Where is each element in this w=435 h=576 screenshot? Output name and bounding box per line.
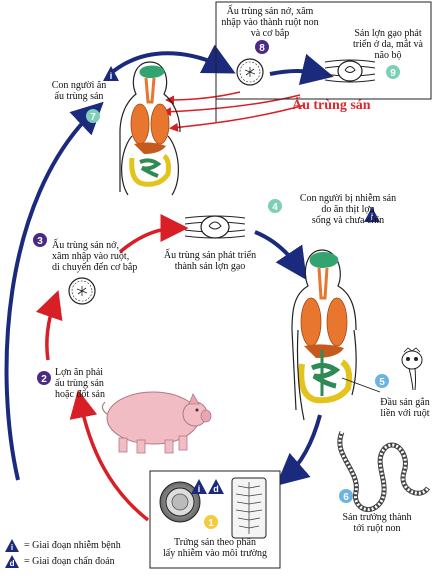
- larva-title: Ấu trùng sán: [292, 98, 371, 113]
- cycle-arrow-human7-to-box8: [108, 44, 236, 76]
- red-arrow-larva-3: [165, 91, 241, 105]
- human-body-icon: [119, 61, 181, 192]
- cycle-arrow-human-to-box1: [275, 414, 322, 486]
- step-badge-1: 1: [204, 515, 218, 529]
- svg-text:i: i: [198, 484, 201, 494]
- infective-stage-icon: i: [103, 66, 119, 81]
- cysticercus-icon: [184, 215, 246, 239]
- red-arrow-step3-to-cyst: [118, 214, 189, 254]
- svg-text:1: 1: [208, 518, 214, 529]
- svg-text:8: 8: [259, 43, 265, 54]
- legend-diagnostic-icon: d: [5, 555, 19, 568]
- step-badge-2: 2: [37, 371, 51, 385]
- legend-diagnostic-label: = Giai đoạn chẩn đoán: [24, 556, 115, 567]
- cycle-arrow-to-human4: [254, 230, 307, 280]
- svg-text:i: i: [110, 71, 113, 81]
- svg-text:d: d: [213, 484, 219, 494]
- cysticercus-icon: [324, 59, 376, 83]
- svg-text:i: i: [11, 543, 13, 552]
- cycle-arrow-left-side: [4, 101, 104, 481]
- step-2-label: Lợn ăn phải ấu trùng sán hoặc đốt sán: [55, 367, 105, 400]
- step-1-label: Trứng sán theo phân lấy nhiễm vào môi tr…: [162, 537, 268, 559]
- svg-text:7: 7: [90, 112, 96, 123]
- pig-icon: [101, 391, 212, 454]
- step-badge-3: 3: [33, 233, 47, 247]
- red-arrow-larva-1: [162, 94, 301, 117]
- step-badge-8: 8: [255, 40, 269, 54]
- svg-text:d: d: [10, 559, 15, 568]
- adult-tapeworm-icon: [337, 431, 431, 513]
- step-badge-9: 9: [386, 65, 400, 79]
- svg-text:i: i: [371, 212, 374, 222]
- legend-infective-label: = Giai đoạn nhiễm bệnh: [24, 540, 121, 551]
- step-badge-6: 6: [339, 489, 353, 503]
- cyst-development-label: Ấu trùng sán phát triển thành sán lợn gạ…: [163, 250, 257, 272]
- svg-text:6: 6: [343, 492, 349, 503]
- red-arrow-larva-2: [169, 104, 306, 132]
- step-3-label: Ấu trùng sán nở, xâm nhập vào ruột, di c…: [52, 240, 138, 273]
- box-autoinfection: [215, 1, 432, 100]
- scolex-icon: [401, 347, 423, 391]
- step-badge-5: 5: [375, 374, 389, 388]
- red-arrow-box1-to-step2: [69, 389, 150, 522]
- infective-stage-icon: i: [191, 479, 207, 494]
- step-6-label: Sán trưởng thành tới ruột non: [342, 512, 412, 534]
- step-4-label: Con người bị nhiễm sán do ăn thịt lợn số…: [299, 193, 397, 226]
- proglottid-icon: [231, 477, 267, 539]
- legend-infective-icon: i: [5, 539, 19, 552]
- cycle-arrow-box8-to-box9: [269, 53, 334, 85]
- oncosphere-icon: [68, 277, 96, 305]
- cycle-arrow-bottom-left: [55, 498, 148, 530]
- egg-icon: [159, 481, 201, 523]
- svg-text:5: 5: [379, 377, 385, 388]
- svg-text:4: 4: [272, 202, 278, 213]
- oncosphere-icon: [236, 58, 264, 86]
- svg-text:2: 2: [41, 374, 47, 385]
- infective-stage-icon: i: [364, 207, 380, 222]
- human-body-icon: [291, 249, 357, 411]
- red-arrow-step2-to-step3: [36, 290, 63, 361]
- svg-text:3: 3: [37, 236, 43, 247]
- step-badge-7: 7: [86, 109, 100, 123]
- step-5-label: Đầu sán gắn liền với ruột: [380, 397, 430, 419]
- step-7-label: Con người ăn ấu trùng sán: [51, 80, 107, 102]
- step-8-label: Ấu trùng sán nở, xâm nhập vào thành ruột…: [221, 6, 319, 39]
- diagnostic-stage-icon: d: [208, 479, 224, 494]
- step-9-label: Sán lợn gạo phát triển ở da, mắt và não …: [353, 28, 423, 61]
- svg-text:9: 9: [390, 68, 396, 79]
- step-badge-4: 4: [268, 199, 282, 213]
